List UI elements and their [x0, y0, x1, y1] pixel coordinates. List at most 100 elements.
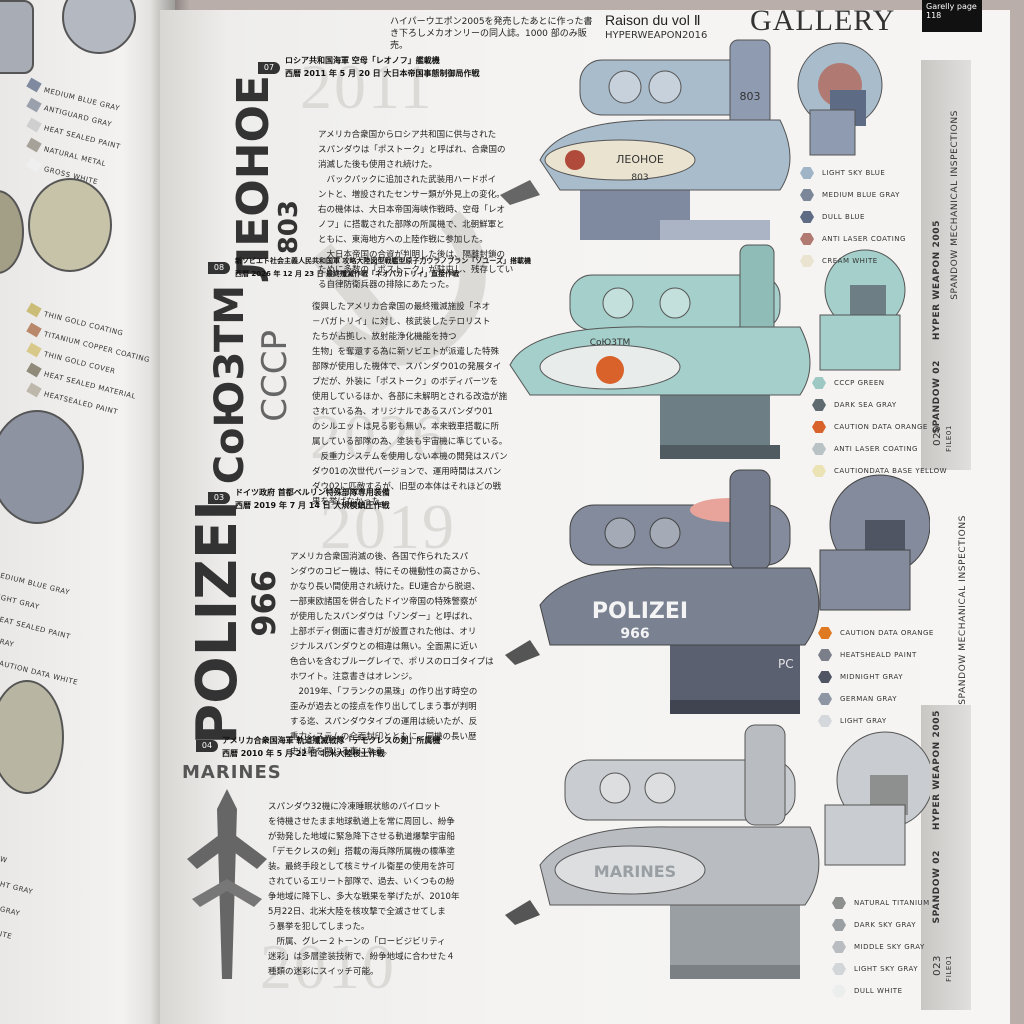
side-hyperweapon-a: HYPER WEAPON 2005 [932, 220, 942, 341]
legend-1-row: ANTI LASER COATING [800, 228, 906, 250]
mech-2-eye-1 [602, 287, 634, 319]
mech-1-emblem-icon [565, 150, 585, 170]
legend-1: LIGHT SKY BLUE MEDIUM BLUE GRAY DULL BLU… [800, 162, 906, 272]
left-mech-part-mid [28, 178, 112, 272]
lp-label-d3: GRAY [0, 905, 21, 918]
legend-3-label-4: GERMAN GRAY [840, 695, 898, 703]
legend-1-row: CREAM WHITE [800, 250, 906, 272]
side-spandow-b: SPANDOW 02 [932, 850, 942, 924]
lp-swatch-a5 [26, 157, 42, 173]
lp-label-c4: GRAY [0, 636, 15, 649]
legend-4-row: NATURAL TITANIUM [832, 892, 930, 914]
legend-2-label-1: CCCP GREEN [834, 379, 885, 387]
legend-4-label-3: MIDDLE SKY GRAY [854, 943, 925, 951]
year-2019: 2019 [320, 491, 456, 562]
lp-swatch-b3 [26, 342, 42, 358]
lp-label-d4: ITE [0, 930, 13, 941]
side-band-top [921, 60, 971, 470]
legend-2-label-3: CAUTION DATA ORANGE [834, 423, 928, 431]
section-4-caption-2: 西暦 2010 年 5 月 22 日 北米大陸核土作戦 [222, 749, 385, 758]
section-3-caption-2: 西暦 2019 年 7 月 14 日 大規模鎮圧作戦 [235, 501, 390, 510]
section-2-caption-1: 新ソビエト社会主義人民共和国軍 攻略大陸図型戦艦型原子力ウラノブラン「ソユーズ」… [235, 257, 531, 265]
legend-2-row: DARK SEA GRAY [812, 394, 947, 416]
legend-1-label-3: DULL BLUE [822, 213, 865, 221]
mech-1-leonoe: 803 ЛЕОНОЕ 803 [500, 39, 883, 240]
section-1-number: 07 [258, 62, 280, 74]
legend-2-row: CAUTIONDATA BASE YELLOW [812, 460, 947, 482]
legend-2-row: CCCP GREEN [812, 372, 947, 394]
section-3-number: 03 [208, 492, 230, 504]
mech-3-claw [505, 640, 540, 665]
mech-3-side-text: PC [778, 657, 794, 671]
section-2-number: 08 [208, 262, 230, 274]
legend-1-swatch-1 [800, 167, 814, 179]
legend-3-label-5: LIGHT GRAY [840, 717, 887, 725]
mech-2-tower [739, 244, 775, 336]
mech-3-hull-num: 966 [620, 626, 649, 642]
mech-2-soyuz: CoЮ3TM [509, 244, 906, 459]
year-2011: 2011 [300, 51, 434, 122]
mech-3-tower [729, 469, 771, 571]
left-page: MEDIUM BLUE GRAY ANTIGUARD GRAY HEAT SEA… [0, 0, 175, 1024]
section-1-title: ЛЕОНОЕ [228, 75, 279, 284]
section-1-caption-1: ロシア共和国海軍 空母「レオノフ」艦載機 [285, 56, 440, 65]
legend-3-row: HEATSHEALD PAINT [818, 644, 934, 666]
legend-4-label-2: DARK SKY GRAY [854, 921, 917, 929]
mech-1-claw [500, 180, 540, 205]
legend-4-swatch-2 [832, 919, 846, 931]
section-4-body: スパンダウ32機に冷凍睡眠状態のパイロット を待機させたまま地球軌道上を常に周回… [268, 802, 460, 977]
marines-wordmark: MARINES [182, 762, 282, 783]
section-4-number: 04 [196, 740, 218, 752]
year-2026: 2026 [310, 401, 446, 472]
mech-4-eye-1 [599, 772, 631, 804]
side-num-b: 023 [932, 955, 943, 976]
mech-2-base [660, 395, 770, 445]
legend-4-label-4: LIGHT SKY GRAY [854, 965, 918, 973]
mech-1-code: 803 [740, 90, 761, 103]
left-mech-part-lower [0, 410, 84, 524]
lp-label-c1: MEDIUM BLUE GRAY [0, 570, 71, 597]
legend-1-swatch-4 [800, 233, 814, 245]
lp-label-c3: HEAT SEALED PAINT [0, 614, 72, 641]
mech-3-eye-2 [649, 517, 681, 549]
legend-1-swatch-2 [800, 189, 814, 201]
lp-label-d2: HT GRAY [0, 880, 34, 897]
section-2-subtitle: СССР [255, 330, 295, 422]
legend-2-label-4: ANTI LASER COATING [834, 445, 918, 453]
mech-illustrations: 803 ЛЕОНОЕ 803 CoЮ3TM [500, 39, 930, 979]
legend-1-row: DULL BLUE [800, 206, 906, 228]
header-note: ハイパーウエポン2005を発売したあとに作った書き下ろしメカオンリーの同人誌。1… [390, 17, 593, 51]
mech-1-hull-panel [544, 139, 696, 181]
section-2-title: СоЮЗТМ [207, 285, 253, 485]
lp-swatch-b1 [26, 302, 42, 318]
legend-4-swatch-1 [832, 897, 846, 909]
legend-3-label-2: HEATSHEALD PAINT [840, 651, 917, 659]
legend-2: CCCP GREEN DARK SEA GRAY CAUTION DATA OR… [812, 372, 947, 482]
side-mech-inspections-2: SPANDOW MECHANICAL INSPECTIONS [958, 515, 968, 705]
legend-1-swatch-5 [800, 255, 814, 267]
side-mech-inspections-1: SPANDOW MECHANICAL INSPECTIONS [950, 110, 960, 300]
legend-2-row: ANTI LASER COATING [812, 438, 947, 460]
legend-2-row: CAUTION DATA ORANGE [812, 416, 947, 438]
legend-4: NATURAL TITANIUM DARK SKY GRAY MIDDLE SK… [832, 892, 930, 1002]
legend-3-swatch-4 [818, 693, 832, 705]
mech-4-claw [505, 900, 540, 925]
legend-2-label-5: CAUTIONDATA BASE YELLOW [834, 467, 948, 475]
legend-4-row: LIGHT SKY GRAY [832, 958, 930, 980]
section-1-subtitle: 803 [274, 200, 304, 255]
lp-swatch-a1 [26, 77, 42, 93]
lp-label-d1: W [0, 855, 9, 865]
legend-1-row: MEDIUM BLUE GRAY [800, 184, 906, 206]
hammer-sickle-watermark [310, 210, 486, 366]
legend-3-row: LIGHT GRAY [818, 710, 934, 732]
legend-3-swatch-5 [818, 715, 832, 727]
mech-2-hull-text: CoЮ3TM [590, 338, 631, 348]
lp-swatch-b5 [26, 382, 42, 398]
legend-4-swatch-3 [832, 941, 846, 953]
section-3-subtitle: 966 [245, 570, 283, 637]
legend-3-row: MIDNIGHT GRAY [818, 666, 934, 688]
mech-1-hull-num: 803 [631, 173, 648, 183]
legend-4-swatch-5 [832, 985, 846, 997]
mech-2-emblem-icon [596, 356, 624, 384]
mech-3-hull-text: POLIZEI [592, 599, 688, 624]
